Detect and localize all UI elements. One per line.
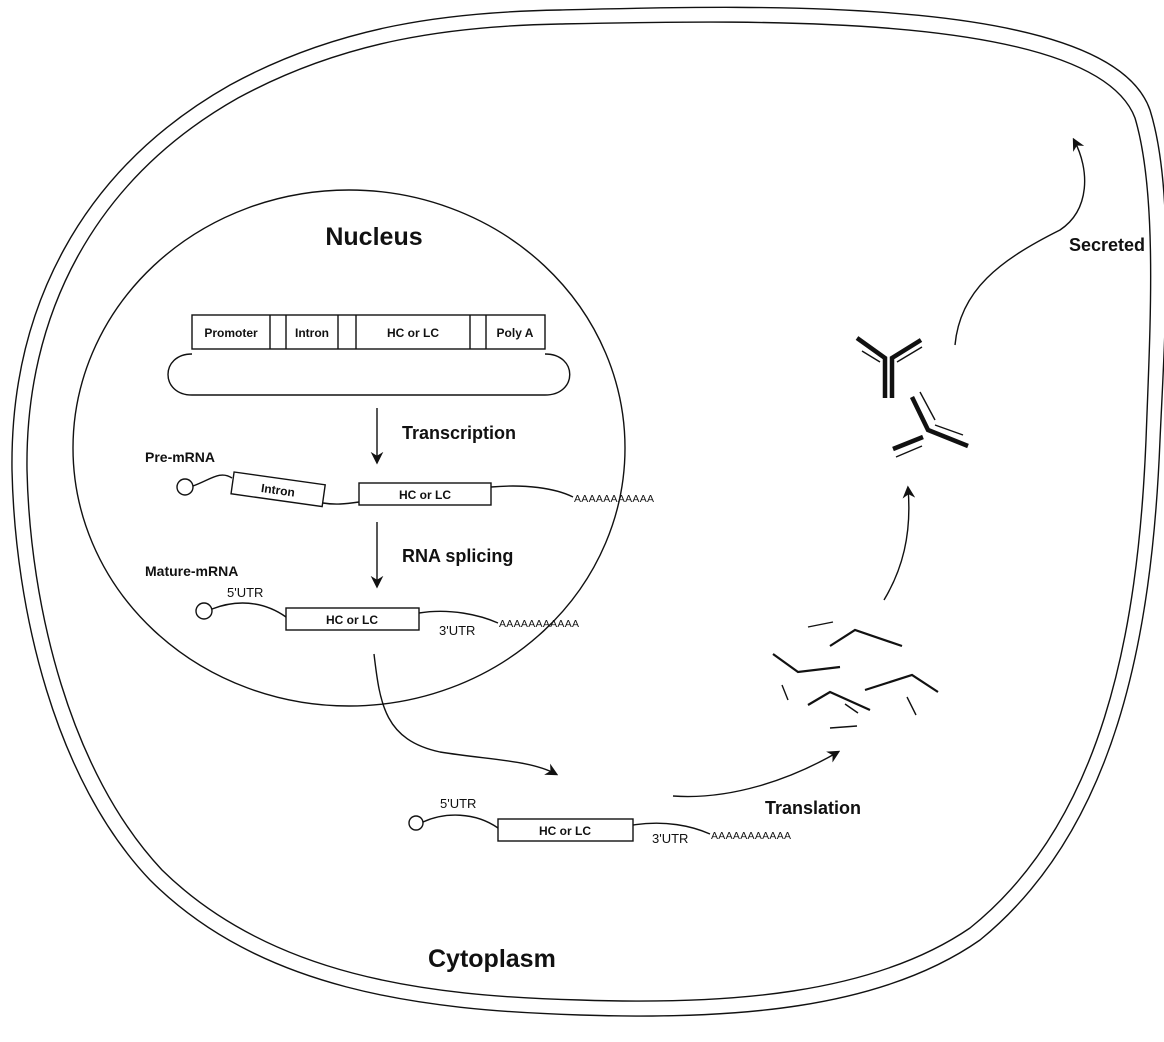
plasmid-segment-intron: Intron [295, 326, 329, 340]
plasmid-construct: Promoter Intron HC or LC Poly A [167, 314, 571, 396]
cyto-mrna-polya: AAAAAAAAAAA [711, 830, 791, 842]
cyto-mrna-gene: HC or LC [539, 824, 591, 838]
plasmid-segment-promoter: Promoter [204, 326, 258, 340]
mature-mrna-label: Mature-mRNA [145, 563, 238, 579]
pre-mrna: Pre-mRNA Intron HC or LC AAAAAAAAAAA [145, 449, 654, 508]
secreted-label: Secreted [1069, 235, 1145, 255]
translation-label: Translation [765, 798, 861, 818]
splicing-label: RNA splicing [402, 546, 513, 566]
plasmid-segment-gene: HC or LC [387, 326, 439, 340]
pre-mrna-label: Pre-mRNA [145, 449, 215, 465]
mature-mrna-polya: AAAAAAAAAAA [499, 618, 579, 630]
pre-mrna-intron: Intron [260, 481, 296, 500]
pre-mrna-gene: HC or LC [399, 488, 451, 502]
mature-mrna-utr5: 5'UTR [227, 585, 263, 600]
pre-mrna-polya: AAAAAAAAAAA [574, 493, 654, 505]
cytoplasmic-mrna: 5'UTR HC or LC 3'UTR AAAAAAAAAAA [408, 796, 791, 846]
assembly-arrow [883, 485, 916, 601]
nucleus-label: Nucleus [325, 223, 422, 251]
plasmid-segment-polya: Poly A [497, 326, 534, 340]
antibody-molecules [855, 336, 969, 458]
export-arrow [373, 653, 559, 776]
transcription-label: Transcription [402, 423, 516, 443]
mature-mrna: Mature-mRNA 5'UTR HC or LC 3'UTR AAAAAAA… [145, 563, 579, 638]
mature-mrna-utr3: 3'UTR [439, 623, 475, 638]
cell-membrane [11, 6, 1164, 1017]
polypeptide-chains [772, 621, 939, 729]
cyto-mrna-utr3: 3'UTR [652, 831, 688, 846]
cytoplasm-label: Cytoplasm [428, 945, 556, 973]
cyto-mrna-utr5: 5'UTR [440, 796, 476, 811]
secretion-arrow [954, 137, 1086, 346]
nucleus-envelope [72, 189, 626, 707]
mature-mrna-gene: HC or LC [326, 613, 378, 627]
translation-arrow [672, 750, 841, 798]
